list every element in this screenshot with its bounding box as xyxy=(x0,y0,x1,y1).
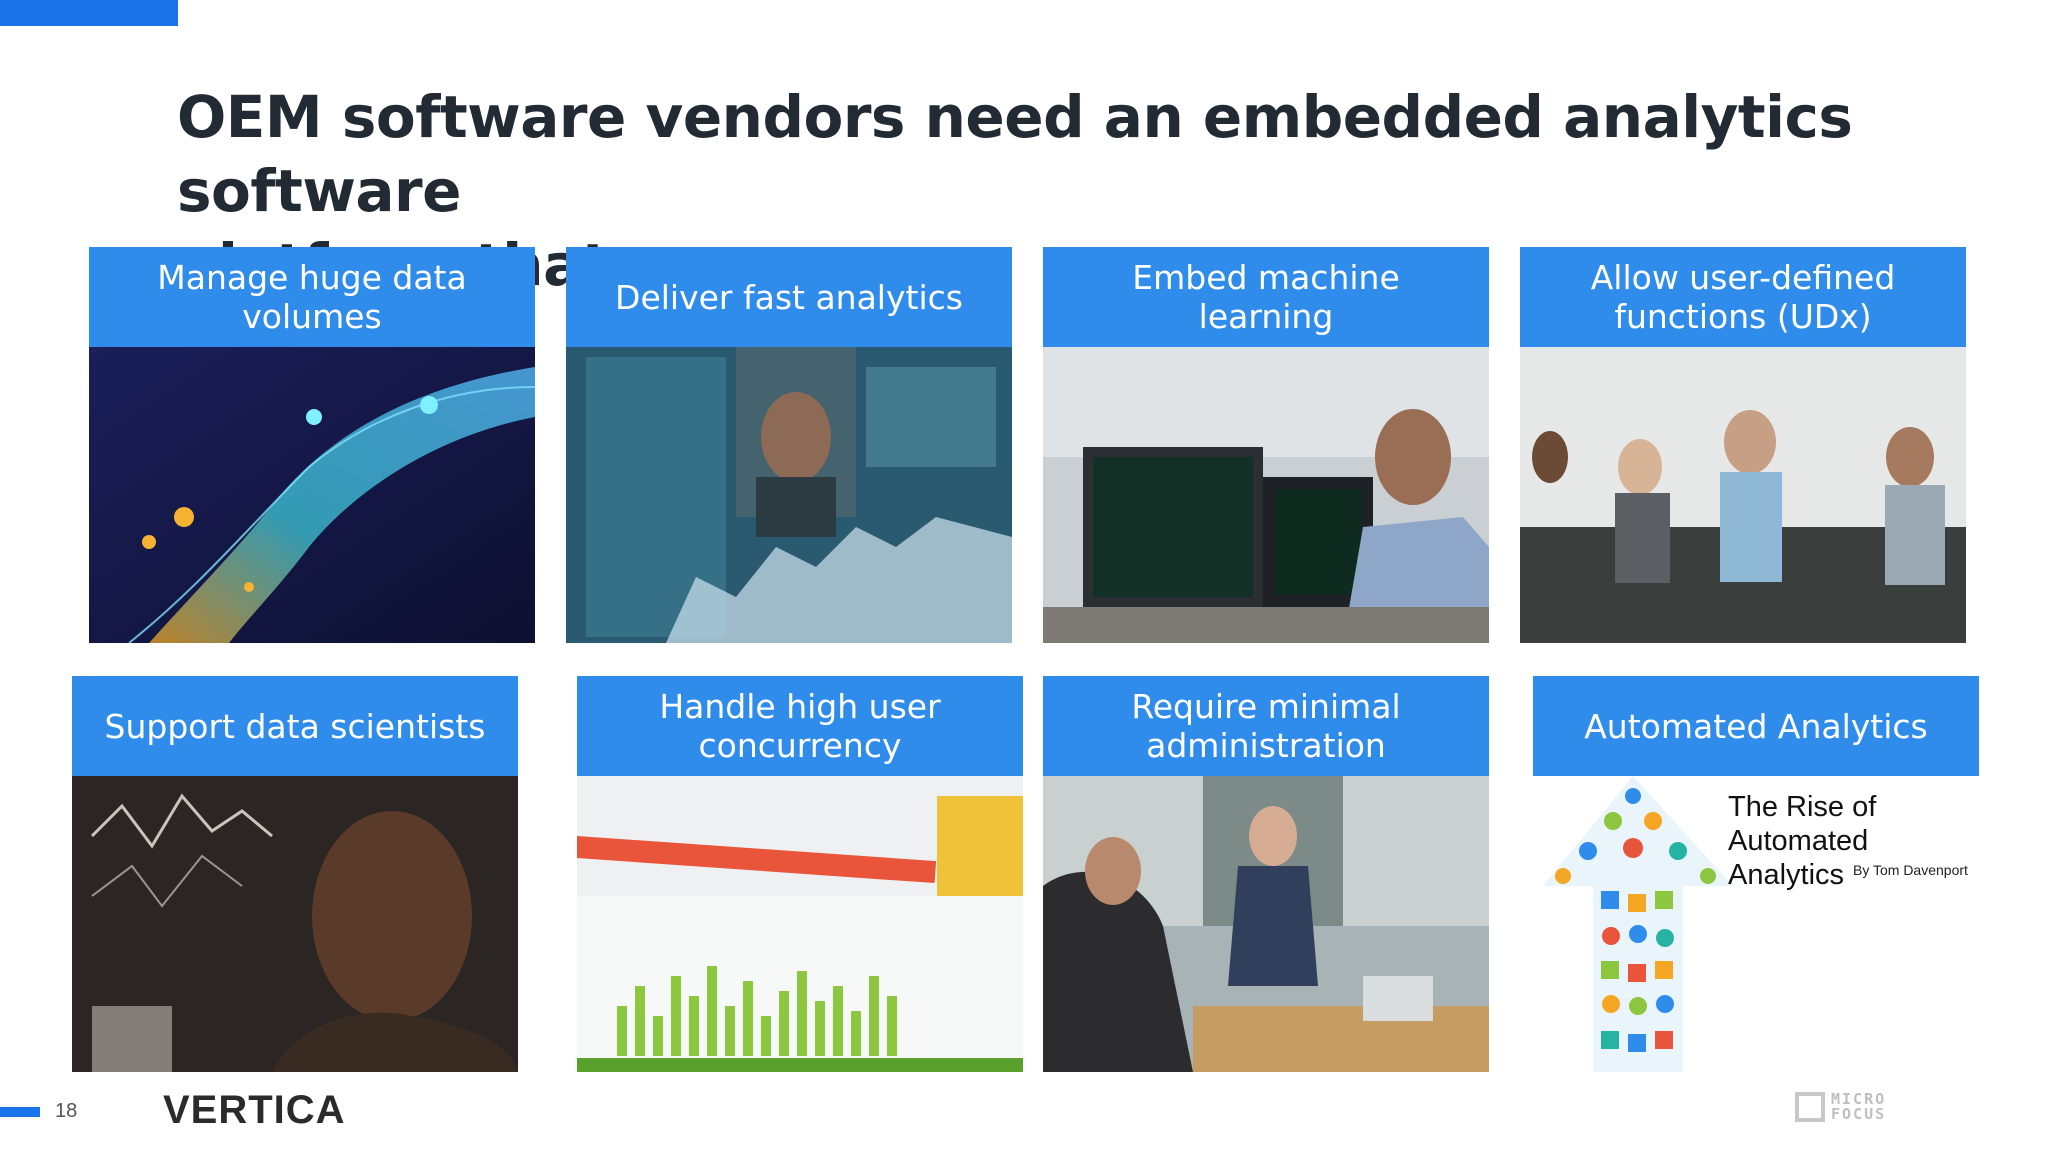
icon-arrow-collage xyxy=(1543,776,1733,1072)
card-machine-learning: Embed machine learning xyxy=(1043,247,1489,643)
card-manage-data: Manage huge data volumes xyxy=(89,247,535,643)
micro-focus-logo-text: MICRO FOCUS xyxy=(1831,1092,1886,1122)
team-meeting-image xyxy=(1520,347,1966,643)
book-cover-image: The Rise of Automated Analytics By Tom D… xyxy=(1533,776,1979,1072)
analytics-screen-image xyxy=(566,347,1012,643)
top-accent-bar xyxy=(0,0,178,26)
business-meeting-image xyxy=(1043,776,1489,1072)
card-administration: Require minimal administration xyxy=(1043,676,1489,1072)
book-author: By Tom Davenport xyxy=(1853,862,1968,878)
card-header: Require minimal administration xyxy=(1043,676,1489,776)
micro-focus-logo-icon xyxy=(1795,1092,1825,1122)
data-scientist-image xyxy=(72,776,518,1072)
developer-monitors-image xyxy=(1043,347,1489,643)
book-title-line1: The Rise of xyxy=(1728,791,1877,823)
data-wave-image xyxy=(89,347,535,643)
card-header: Embed machine learning xyxy=(1043,247,1489,347)
micro-focus-logo: MICRO FOCUS xyxy=(1795,1092,1886,1122)
micro-focus-logo-line2: FOCUS xyxy=(1831,1105,1887,1123)
card-fast-analytics: Deliver fast analytics xyxy=(566,247,1012,643)
book-title-line2: Automated Analytics xyxy=(1728,825,1869,891)
vertica-logo: VERTICA xyxy=(163,1088,346,1132)
slide-title-line1: OEM software vendors need an embedded an… xyxy=(177,83,1853,225)
card-data-scientists: Support data scientists xyxy=(72,676,518,1072)
footer-accent-bar xyxy=(0,1107,40,1117)
card-header: Manage huge data volumes xyxy=(89,247,535,347)
card-header: Allow user-defined functions (UDx) xyxy=(1520,247,1966,347)
card-automated-analytics: Automated Analytics xyxy=(1533,676,1979,1072)
micro-focus-logo-line1: MICRO xyxy=(1831,1090,1887,1108)
card-header: Handle high user concurrency xyxy=(577,676,1023,776)
dashboard-chart-image xyxy=(577,776,1023,1072)
card-udx: Allow user-defined functions (UDx) xyxy=(1520,247,1966,643)
card-header: Deliver fast analytics xyxy=(566,247,1012,347)
card-header: Support data scientists xyxy=(72,676,518,776)
slide-number: 18 xyxy=(55,1100,78,1122)
card-header: Automated Analytics xyxy=(1533,676,1979,776)
card-concurrency: Handle high user concurrency xyxy=(577,676,1023,1072)
book-title: The Rise of Automated Analytics xyxy=(1728,790,1979,892)
